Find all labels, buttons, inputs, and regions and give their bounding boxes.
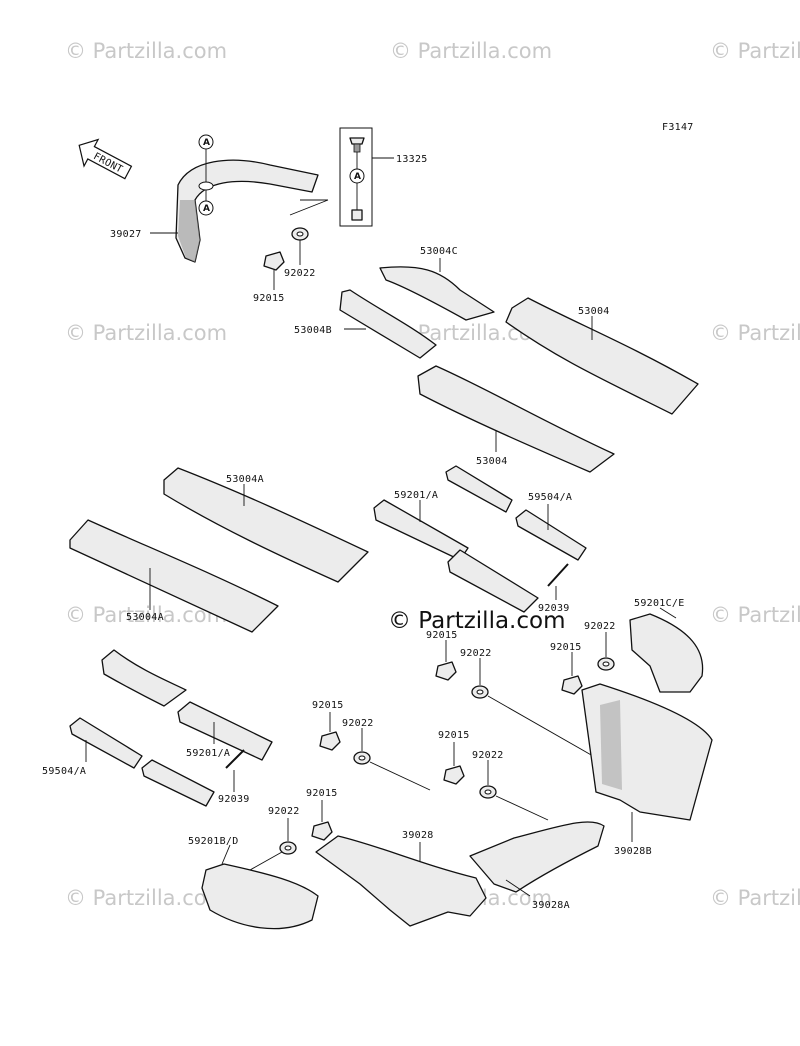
mat-53004A	[69, 519, 279, 633]
strip-59201A	[101, 649, 187, 707]
callout-a: A	[354, 172, 361, 182]
mat-53004	[417, 365, 615, 473]
cover-59201BD	[201, 863, 319, 930]
part-number-59504A: 59504/A	[42, 766, 86, 777]
part-number-92015: 92015	[253, 293, 285, 304]
part-number-59201BD: 59201B/D	[188, 836, 239, 847]
part-number-92022: 92022	[342, 718, 374, 729]
part-number-92015: 92015	[550, 642, 582, 653]
part-number-13325: 13325	[396, 154, 428, 165]
part-number-92022: 92022	[584, 621, 616, 632]
part-number-53004: 53004	[476, 456, 508, 467]
strip-59504A	[515, 509, 587, 561]
part-number-92015: 92015	[426, 630, 458, 641]
part-number-59201A: 59201/A	[186, 748, 230, 759]
watermark: © Partzilla.com	[710, 886, 800, 910]
part-number-92015: 92015	[306, 788, 338, 799]
part-number-53004A: 53004A	[226, 474, 264, 485]
strip-59504A	[141, 759, 215, 807]
part-number-39028: 39028	[402, 830, 434, 841]
watermark: © Partzilla.com	[710, 603, 800, 627]
watermark: © Partzilla.com	[65, 886, 227, 910]
mat-53004C	[379, 266, 495, 321]
part-number-39028A: 39028A	[532, 900, 570, 911]
watermark: © Partzilla.com	[710, 39, 800, 63]
strip-59201A	[177, 701, 273, 761]
handle-39027	[175, 159, 319, 263]
part-number-92022: 92022	[460, 648, 492, 659]
part-number-59504A: 59504/A	[528, 492, 572, 503]
part-number-39028B: 39028B	[614, 846, 652, 857]
part-number-92022: 92022	[472, 750, 504, 761]
center-watermark: © Partzilla.com	[388, 608, 566, 634]
nut-icon	[443, 765, 465, 785]
mat-53004A	[163, 467, 369, 583]
strip-59201A	[445, 465, 513, 513]
mat-53004	[505, 297, 699, 415]
part-number-92039: 92039	[538, 603, 570, 614]
watermark: © Partzilla.com	[710, 321, 800, 345]
mat-53004B	[339, 289, 437, 359]
fastener-set-13325: A	[339, 127, 373, 227]
part-number-53004: 53004	[578, 306, 610, 317]
part-number-92039: 92039	[218, 794, 250, 805]
callout-a: A	[203, 204, 210, 214]
part-number-92015: 92015	[312, 700, 344, 711]
nut-icon	[435, 661, 457, 681]
nut-icon	[561, 675, 583, 695]
part-number-92015: 92015	[438, 730, 470, 741]
front-arrow: FRONT	[78, 138, 133, 180]
callout-a: A	[203, 138, 210, 148]
part-number-39027: 39027	[110, 229, 142, 240]
part-number-59201CE: 59201C/E	[634, 598, 685, 609]
cover-39028	[315, 835, 487, 927]
watermark: © Partzilla.com	[65, 39, 227, 63]
nut-icon	[319, 731, 341, 751]
part-number-92022: 92022	[268, 806, 300, 817]
strip-59201A	[373, 499, 469, 561]
part-number-53004C: 53004C	[420, 246, 458, 257]
figure-code: F3147	[662, 122, 694, 133]
part-number-59201A: 59201/A	[394, 490, 438, 501]
nut-icon	[311, 821, 333, 841]
part-number-92022: 92022	[284, 268, 316, 279]
part-number-53004A: 53004A	[126, 612, 164, 623]
watermark: © Partzilla.com	[65, 321, 227, 345]
part-number-53004B: 53004B	[294, 325, 332, 336]
nut-icon	[263, 251, 285, 271]
strip-59201A	[447, 549, 539, 613]
cover-59201CE	[629, 613, 704, 693]
cover-39028A	[469, 821, 605, 893]
strip-59504A	[69, 717, 143, 769]
watermark: © Partzilla.com	[390, 39, 552, 63]
